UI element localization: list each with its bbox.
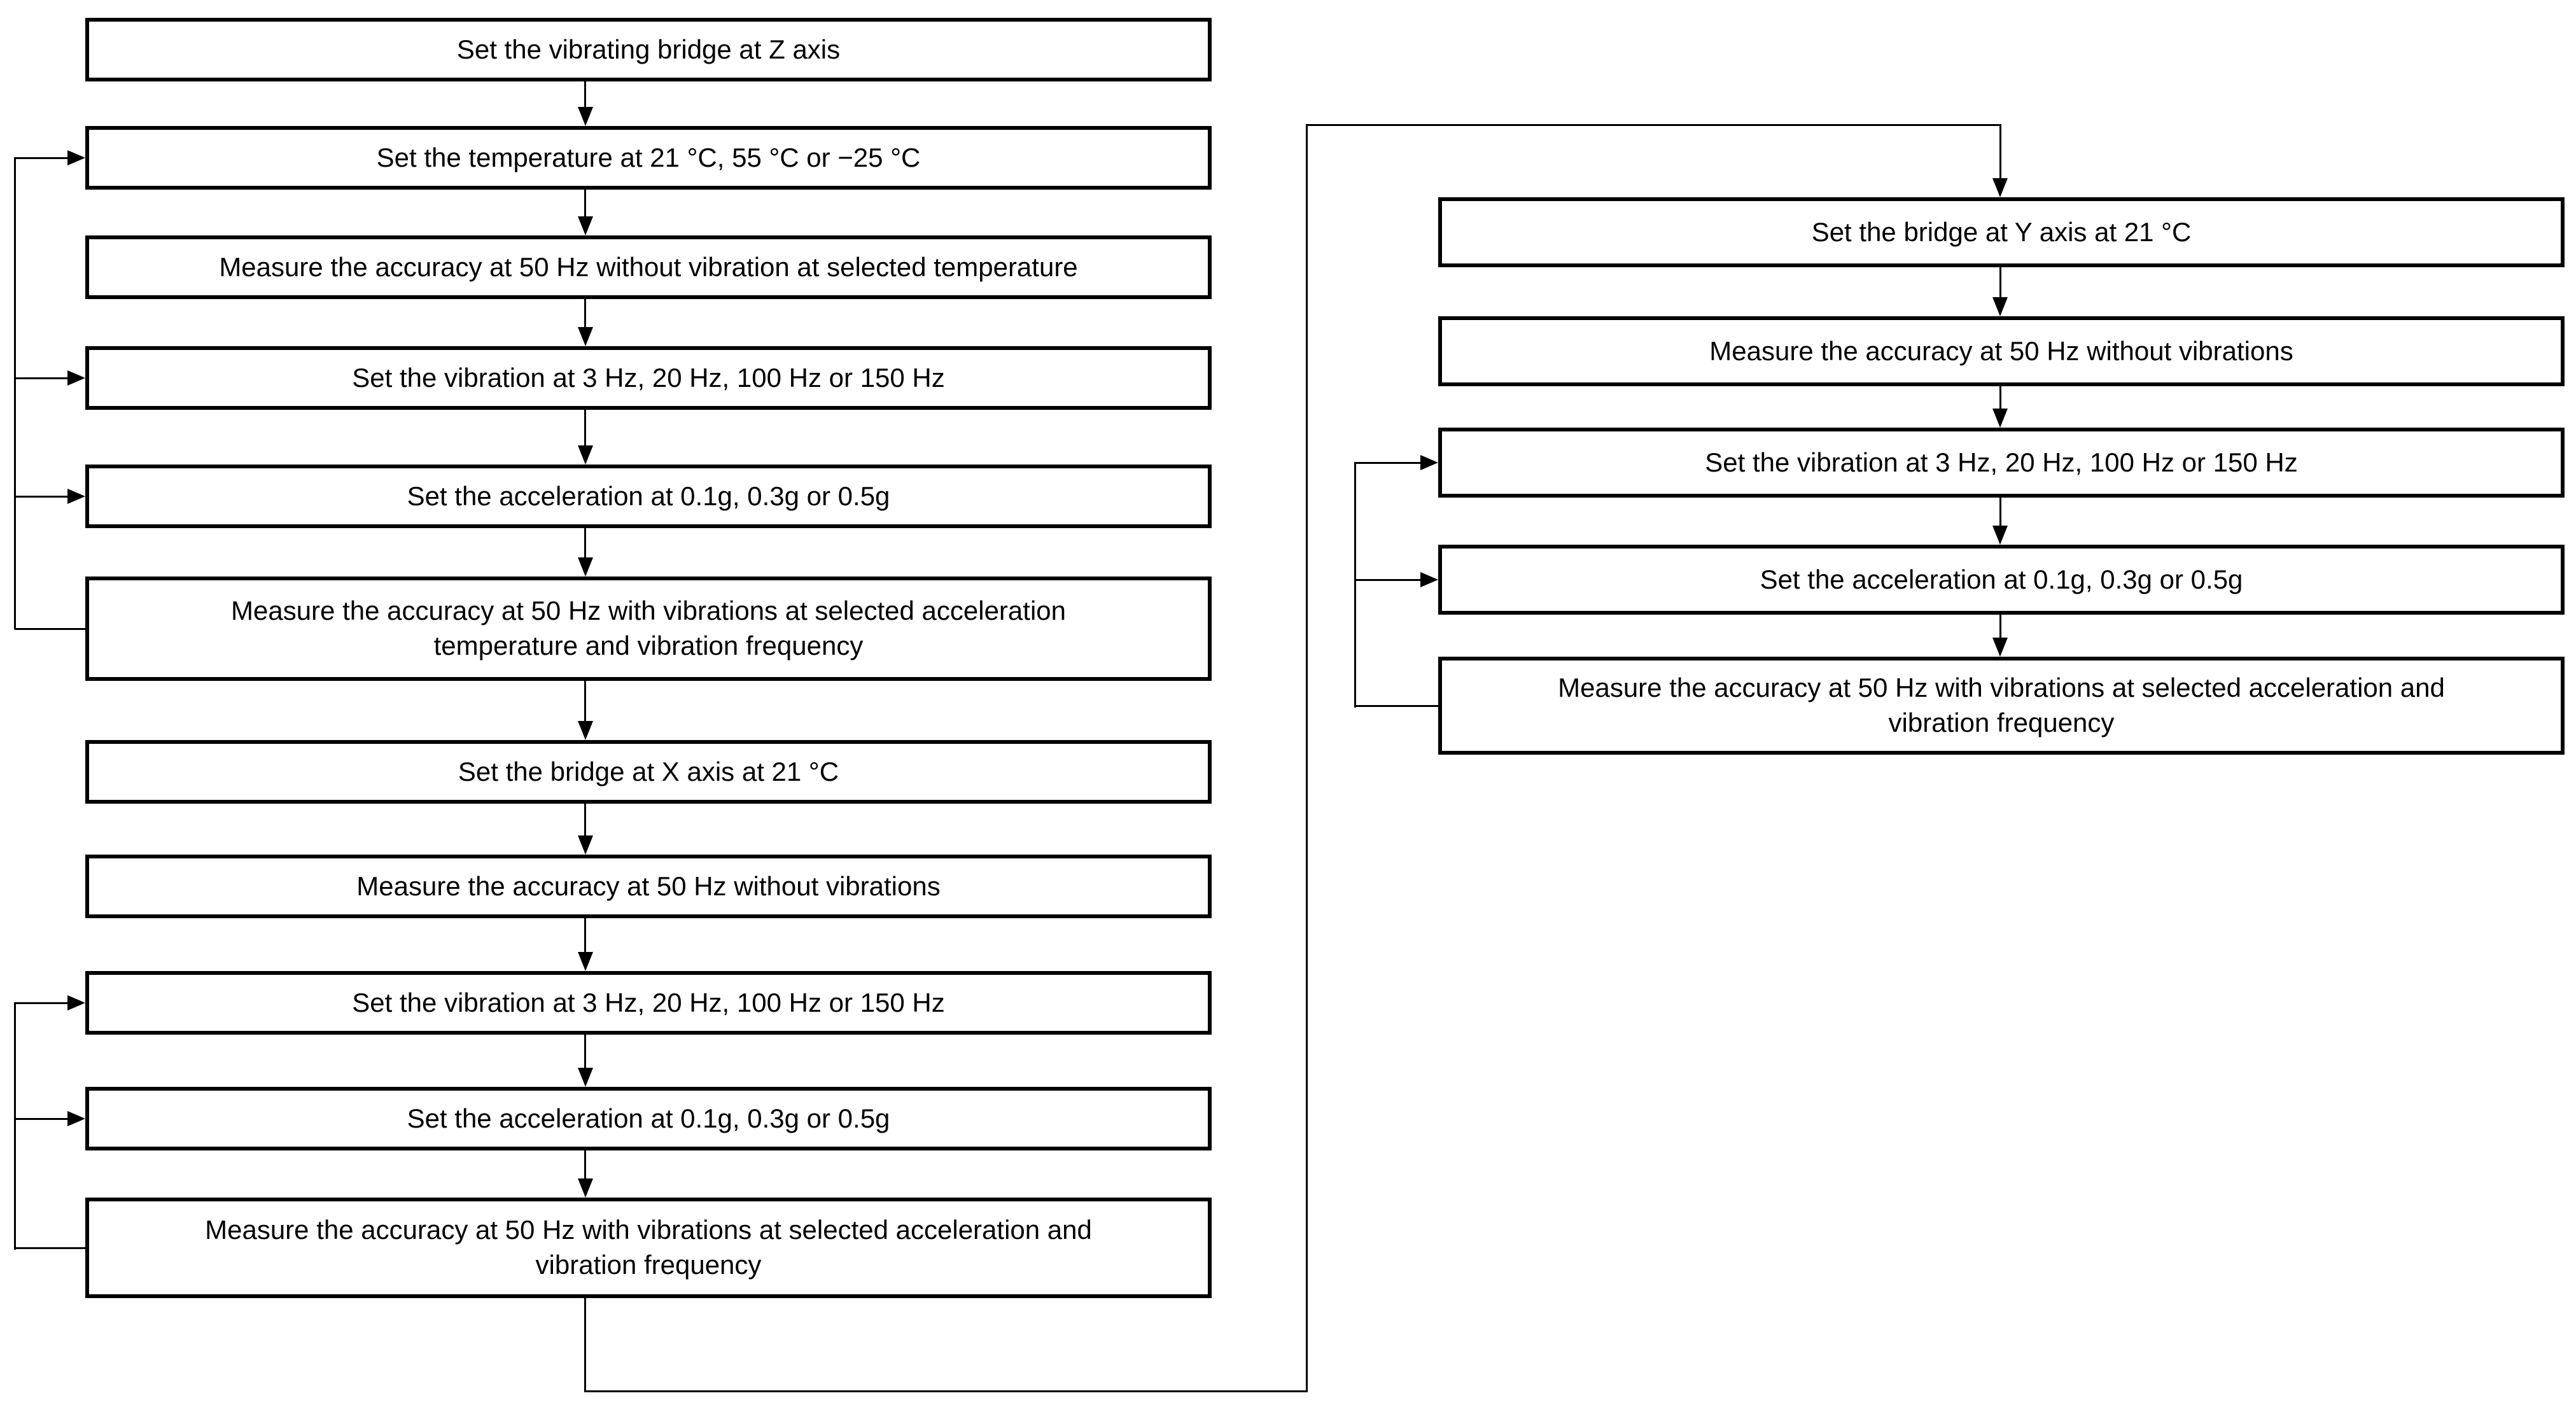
connector-r2-r3-shaft bbox=[1999, 386, 2001, 410]
connector-l7-l8-shaft bbox=[584, 804, 586, 837]
step-set-bridge-x-axis: Set the bridge at X axis at 21 °C bbox=[85, 740, 1212, 804]
loop3-vertical-line bbox=[1354, 462, 1356, 708]
loop2-arrow-to-vibration-shaft bbox=[14, 1002, 70, 1004]
step-measure-accuracy-without-vibrations-x: Measure the accuracy at 50 Hz without vi… bbox=[85, 855, 1212, 918]
connector-r4-r5-shaft bbox=[1999, 615, 2001, 639]
step-measure-accuracy-without-vibration-temp: Measure the accuracy at 50 Hz without vi… bbox=[85, 235, 1212, 299]
arrowhead-down-icon bbox=[578, 445, 593, 465]
step-set-bridge-y-axis: Set the bridge at Y axis at 21 °C bbox=[1438, 197, 2565, 267]
connector-bottom-horizontal-line bbox=[584, 1390, 1308, 1392]
step-set-temperature: Set the temperature at 21 °C, 55 °C or −… bbox=[85, 126, 1212, 190]
connector-bottom-drop-line bbox=[584, 1298, 586, 1392]
step-set-acceleration-y: Set the acceleration at 0.1g, 0.3g or 0.… bbox=[1438, 545, 2565, 615]
connector-r1-r2-shaft bbox=[1999, 267, 2001, 298]
connector-l3-l4-shaft bbox=[584, 299, 586, 328]
arrowhead-down-icon bbox=[1992, 638, 2008, 657]
step-measure-accuracy-with-vibrations-y: Measure the accuracy at 50 Hz with vibra… bbox=[1438, 657, 2565, 755]
arrowhead-down-icon bbox=[578, 1068, 593, 1087]
loop1-arrow-to-temperature-shaft bbox=[14, 157, 70, 159]
step-measure-accuracy-with-vibrations-x: Measure the accuracy at 50 Hz with vibra… bbox=[85, 1198, 1212, 1298]
step-set-vibration-z: Set the vibration at 3 Hz, 20 Hz, 100 Hz… bbox=[85, 346, 1212, 410]
connector-top-horizontal-line bbox=[1306, 124, 2001, 126]
connector-l4-l5-shaft bbox=[584, 410, 586, 447]
arrowhead-down-icon bbox=[578, 1178, 593, 1198]
arrowhead-down-icon bbox=[578, 327, 593, 346]
step-measure-accuracy-with-vibrations-z: Measure the accuracy at 50 Hz with vibra… bbox=[85, 577, 1212, 681]
arrowhead-down-icon bbox=[1992, 297, 2008, 316]
arrowhead-right-icon bbox=[67, 370, 85, 386]
connector-l10-l11-shaft bbox=[584, 1150, 586, 1180]
arrowhead-right-icon bbox=[1420, 572, 1438, 587]
arrowhead-down-icon bbox=[1992, 178, 2008, 197]
arrowhead-down-icon bbox=[1992, 409, 2008, 428]
connector-l1-l2-shaft bbox=[584, 81, 586, 108]
arrowhead-right-icon bbox=[1420, 455, 1438, 470]
arrowhead-down-icon bbox=[578, 835, 593, 855]
loop1-arrow-to-acceleration-shaft bbox=[14, 496, 70, 498]
loop3-arrow-to-acceleration-shaft bbox=[1354, 579, 1422, 581]
step-set-acceleration-z: Set the acceleration at 0.1g, 0.3g or 0.… bbox=[85, 465, 1212, 528]
arrowhead-down-icon bbox=[1992, 526, 2008, 545]
step-set-vibration-y: Set the vibration at 3 Hz, 20 Hz, 100 Hz… bbox=[1438, 428, 2565, 498]
connector-l8-l9-shaft bbox=[584, 918, 586, 953]
arrowhead-right-icon bbox=[67, 150, 85, 165]
loop2-arrow-to-acceleration-shaft bbox=[14, 1118, 70, 1120]
connector-riser-line bbox=[1306, 124, 1308, 1392]
arrowhead-down-icon bbox=[578, 721, 593, 740]
arrowhead-right-icon bbox=[67, 1111, 85, 1126]
connector-r3-r4-shaft bbox=[1999, 498, 2001, 527]
connector-l2-l3-shaft bbox=[584, 190, 586, 218]
loop3-return-line bbox=[1354, 705, 1438, 707]
arrowhead-right-icon bbox=[67, 995, 85, 1010]
arrowhead-down-icon bbox=[578, 952, 593, 971]
step-measure-accuracy-without-vibrations-y: Measure the accuracy at 50 Hz without vi… bbox=[1438, 316, 2565, 386]
connector-l6-l7-shaft bbox=[584, 681, 586, 722]
loop3-arrow-to-vibration-shaft bbox=[1354, 462, 1422, 464]
loop2-vertical-line bbox=[14, 1002, 16, 1250]
arrowhead-down-icon bbox=[578, 216, 593, 235]
step-set-acceleration-x: Set the acceleration at 0.1g, 0.3g or 0.… bbox=[85, 1087, 1212, 1150]
loop1-arrow-to-vibration-shaft bbox=[14, 377, 70, 379]
step-set-vibrating-bridge-z-axis: Set the vibrating bridge at Z axis bbox=[85, 18, 1212, 81]
loop1-vertical-line bbox=[14, 157, 16, 629]
connector-entry-r1-shaft bbox=[1999, 124, 2001, 178]
arrowhead-right-icon bbox=[67, 489, 85, 504]
arrowhead-down-icon bbox=[578, 557, 593, 577]
connector-l9-l10-shaft bbox=[584, 1035, 586, 1069]
loop1-return-line bbox=[15, 628, 85, 630]
arrowhead-down-icon bbox=[578, 107, 593, 126]
step-set-vibration-x: Set the vibration at 3 Hz, 20 Hz, 100 Hz… bbox=[85, 971, 1212, 1035]
loop2-return-line bbox=[15, 1247, 85, 1249]
connector-l5-l6-shaft bbox=[584, 528, 586, 559]
